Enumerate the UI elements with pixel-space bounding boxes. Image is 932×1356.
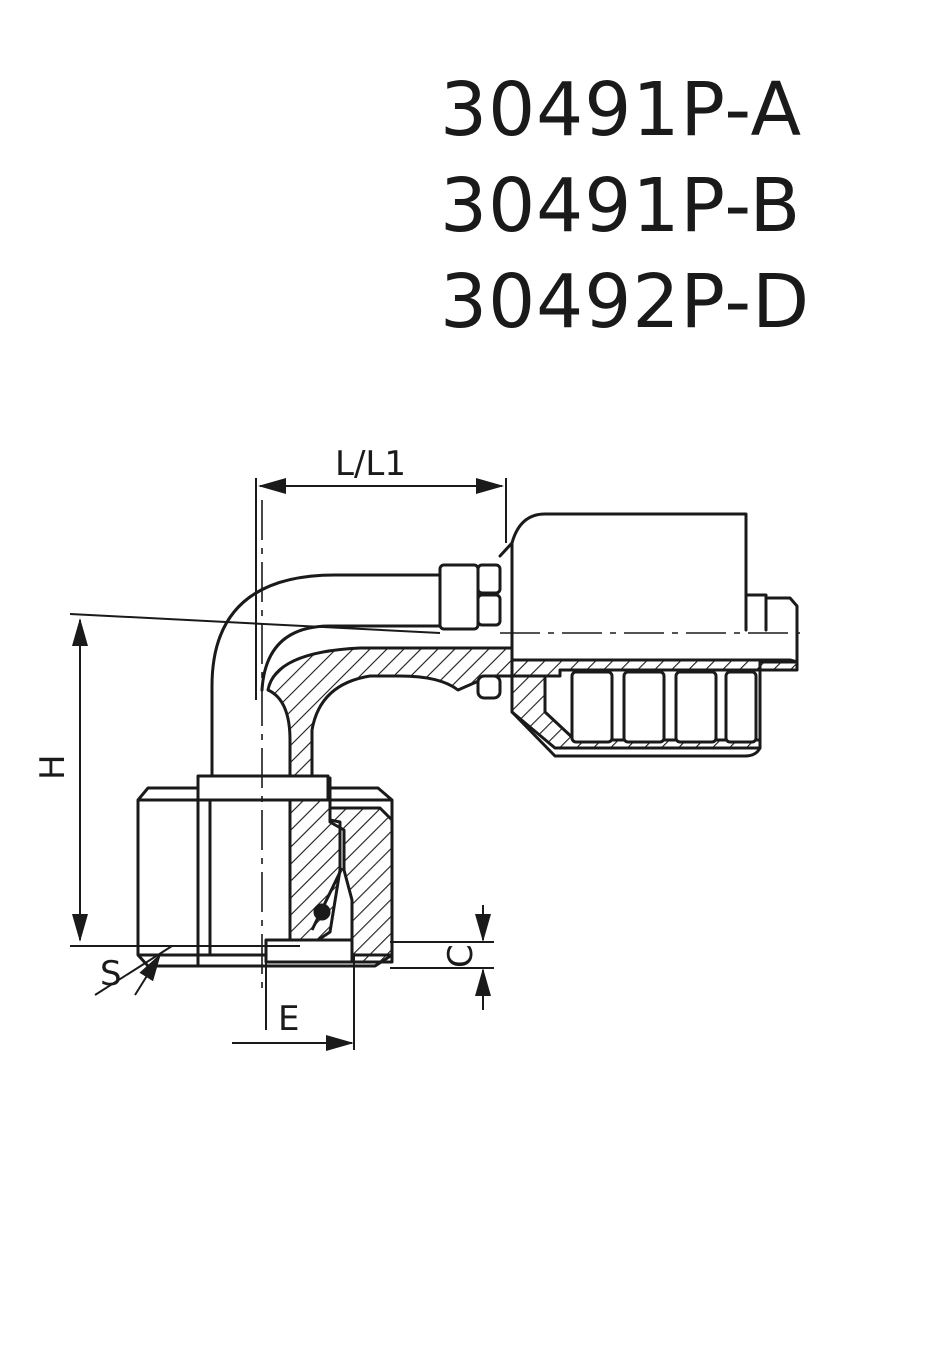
label-c: C [441, 944, 481, 968]
ferrule-tooth-2 [622, 670, 666, 744]
part-number-list: 30491P-A 30491P-B 30492P-D [440, 62, 900, 350]
nut-seat [264, 938, 354, 964]
label-h: H [33, 754, 73, 780]
tube-collar [438, 563, 480, 631]
tube-collar-nut-b [476, 593, 502, 627]
section-nut [328, 806, 394, 964]
label-e: E [278, 999, 299, 1039]
ferrule-outline [510, 512, 799, 758]
ferrule-tooth-1 [570, 670, 614, 744]
part-number-3: 30492P-D [440, 259, 811, 345]
part-number-2: 30491P-B [440, 163, 802, 249]
ferrule-tooth-3 [674, 670, 718, 744]
label-l-l1: L/L1 [335, 444, 406, 484]
tube-outer-wall [210, 573, 442, 778]
ferrule-nipple-step [476, 674, 502, 700]
tube-collar-nut-a [476, 563, 502, 595]
section-wall-upper [266, 646, 799, 780]
label-s: S [100, 954, 122, 994]
tube-neck-band [196, 774, 330, 802]
part-number-1: 30491P-A [440, 67, 803, 153]
ferrule-tooth-4 [724, 670, 758, 744]
